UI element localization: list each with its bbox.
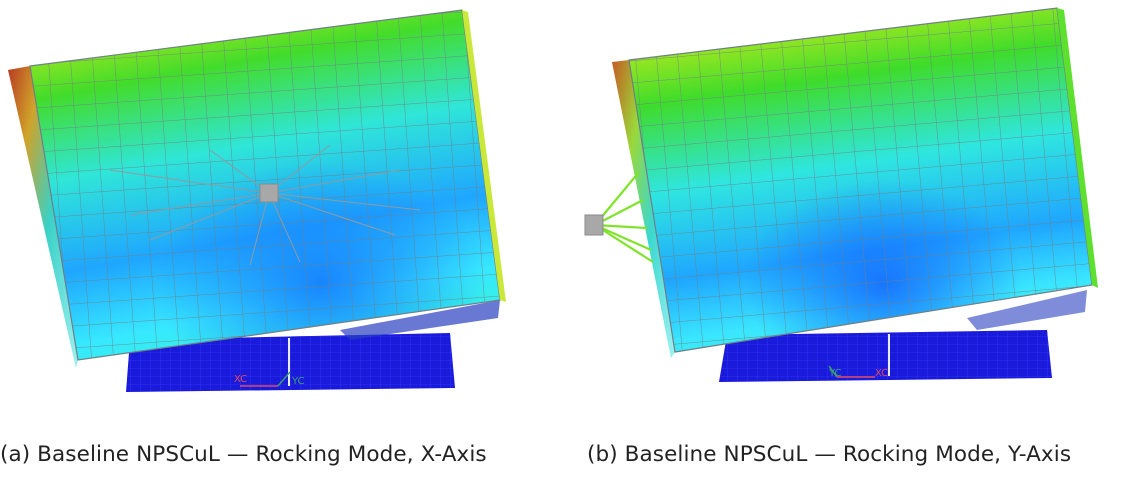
edge-strip — [462, 10, 506, 302]
base-plate — [126, 300, 500, 392]
center-node — [259, 183, 279, 203]
axis-triad: YC XC — [828, 365, 888, 379]
rbe-spider — [109, 144, 421, 266]
axis-label-2: YC — [291, 376, 305, 387]
caption-a: (a) Baseline NPSCuL — Rocking Mode, X-Ax… — [0, 442, 487, 467]
edge-strip — [1057, 8, 1098, 288]
axis-label-1: XC — [234, 374, 247, 385]
caption-b: (b) Baseline NPSCuL — Rocking Mode, Y-Ax… — [587, 442, 1072, 467]
fea-mesh-figure-y-axis: YC XC — [584, 7, 1098, 382]
side-face — [612, 60, 675, 358]
figure-panel-b: YC XC (b) Baseline NPSCuL — Rocking Mode… — [567, 0, 1127, 477]
axis-label-2: XC — [875, 368, 888, 379]
axis-triad: XC YC — [234, 371, 305, 387]
fea-mesh-figure-x-axis: XC YC — [8, 9, 506, 392]
axis-label-1: YC — [828, 368, 842, 379]
side-face — [8, 66, 78, 368]
external-node — [584, 214, 604, 236]
figure-panel-a: XC YC (a) Baseline NPSCuL — Rocking Mode… — [0, 0, 560, 477]
deformed-panel — [628, 7, 1093, 353]
base-plate — [719, 290, 1087, 382]
